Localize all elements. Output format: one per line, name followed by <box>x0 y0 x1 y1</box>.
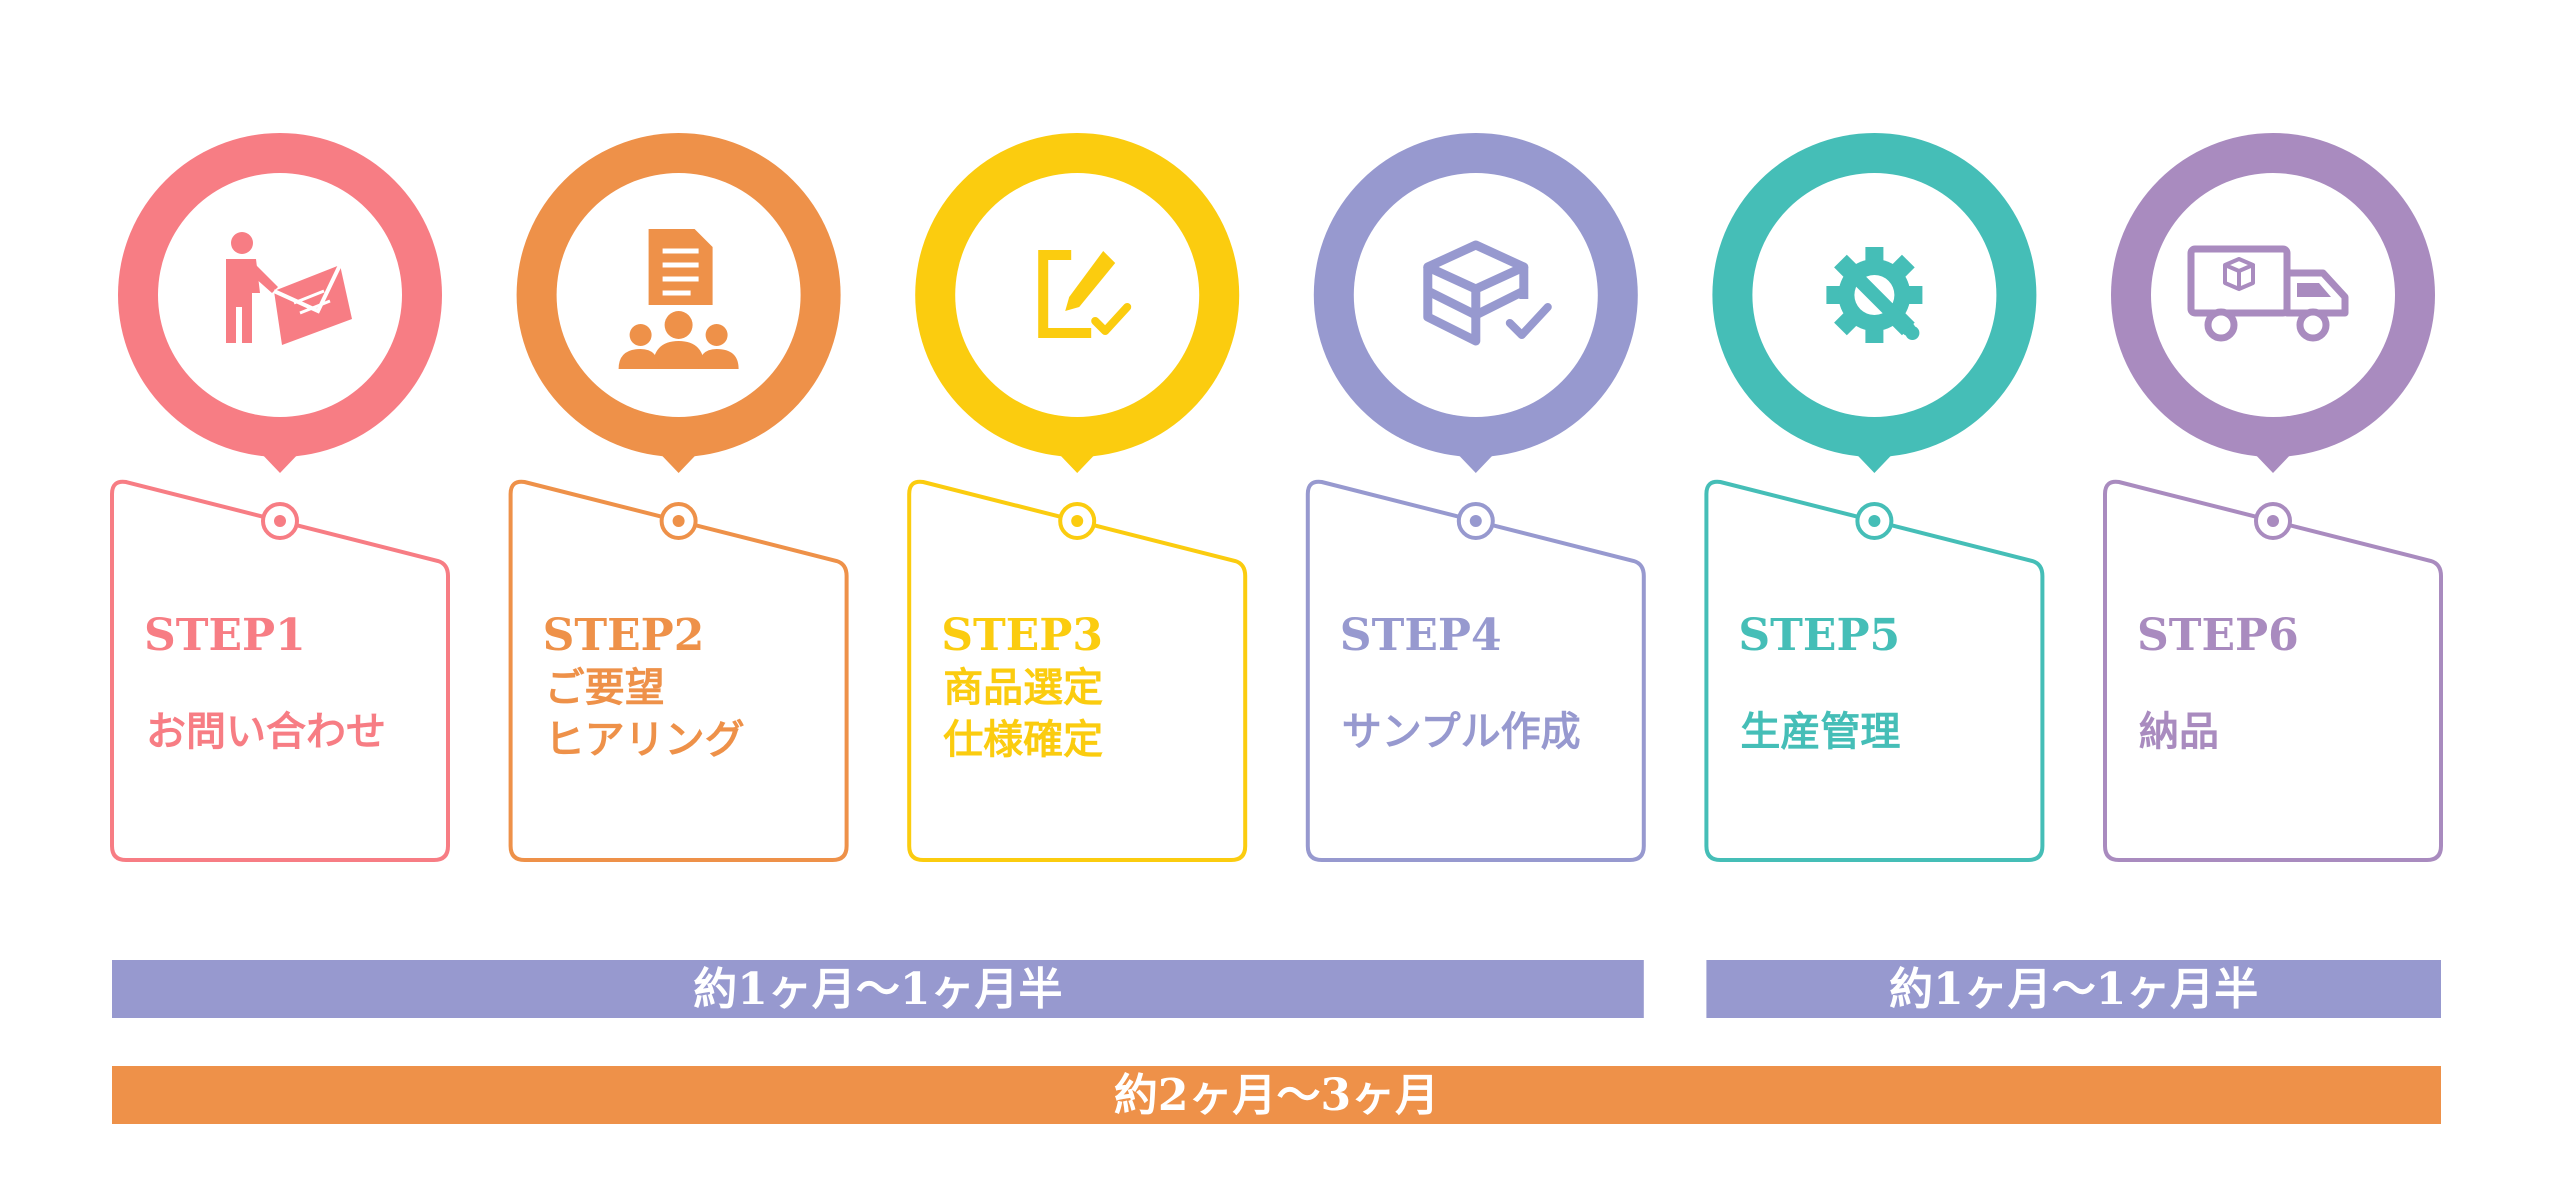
person-mail-icon <box>226 232 352 345</box>
step-label: STEP5 <box>1738 610 1900 661</box>
step-1: STEP1 お問い合わせ <box>110 133 450 862</box>
step-title-line: 商品選定 <box>943 665 1103 711</box>
step-title-line: 仕様確定 <box>943 717 1103 763</box>
step-card <box>2103 479 2443 862</box>
step-label: STEP2 <box>543 610 705 661</box>
step-title-line: 納品 <box>2139 709 2219 755</box>
step-label: STEP4 <box>1340 610 1502 661</box>
duration-label: 約1ヶ月〜1ヶ月半 <box>693 964 1062 1015</box>
step-card <box>1305 479 1646 862</box>
truck-icon <box>2187 245 2349 342</box>
duration-bar: 約1ヶ月〜1ヶ月半 <box>112 960 1644 1018</box>
document-people-icon <box>618 229 739 369</box>
box-check-icon <box>1423 240 1552 346</box>
step-label: STEP3 <box>941 610 1103 661</box>
step-title-line: サンプル作成 <box>1342 709 1581 755</box>
step-title-line: 生産管理 <box>1740 709 1900 755</box>
step-6: STEP6 納品 <box>2103 133 2443 862</box>
step-title-line: お問い合わせ <box>146 709 386 755</box>
step-4: STEP4 サンプル作成 <box>1305 133 1646 862</box>
step-title-line: ヒアリング <box>545 717 745 763</box>
duration-bar: 約1ヶ月〜1ヶ月半 <box>1706 960 2441 1018</box>
step-5: STEP5 生産管理 <box>1704 133 2045 862</box>
step-label: STEP1 <box>144 610 306 661</box>
step-card <box>110 479 450 862</box>
step-card <box>907 479 1248 862</box>
gear-wrench-icon <box>1826 247 1923 343</box>
step-title-line: ご要望 <box>545 665 665 711</box>
edit-check-icon <box>1038 250 1132 338</box>
duration-bar: 約2ヶ月〜3ヶ月 <box>112 1066 2441 1124</box>
step-card <box>508 479 849 862</box>
step-card <box>1704 479 2045 862</box>
step-pin <box>2111 133 2435 473</box>
duration-label: 約2ヶ月〜3ヶ月 <box>1114 1070 1439 1121</box>
duration-label: 約1ヶ月〜1ヶ月半 <box>1889 964 2258 1015</box>
step-label: STEP6 <box>2137 610 2299 661</box>
